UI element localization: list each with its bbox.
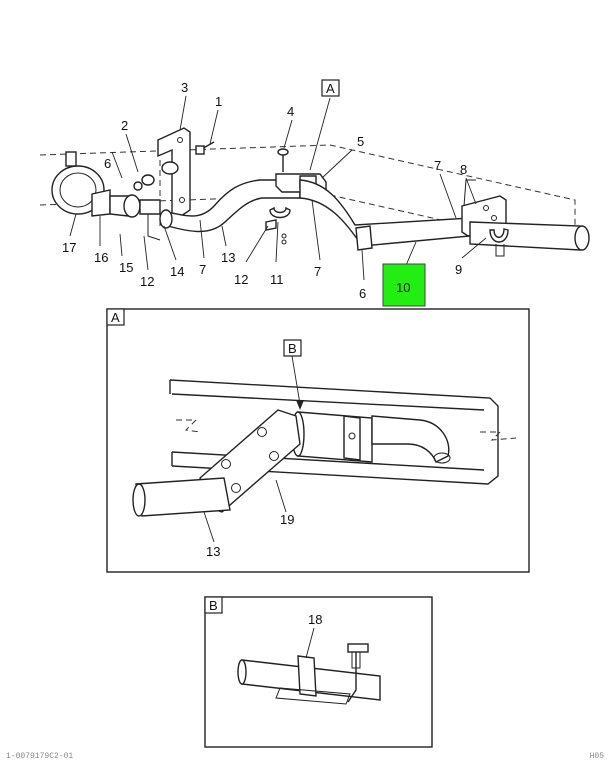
- callout-6: 6: [104, 156, 111, 171]
- callout-9: 9: [455, 262, 462, 277]
- callout-14: 14: [170, 264, 184, 279]
- detail-a-tag-label: A: [111, 310, 120, 325]
- detail-a-tag: [106, 308, 125, 326]
- detail-b-tag-label: B: [209, 598, 218, 613]
- callout-12: 12: [140, 274, 154, 289]
- callout-2: 2: [121, 118, 128, 133]
- callout-15: 15: [119, 260, 133, 275]
- callout-13: 13: [221, 250, 235, 265]
- callout-11: 11: [270, 272, 284, 287]
- callout-19: 19: [280, 512, 294, 527]
- footer-left: 1-0079179C2-01: [6, 752, 74, 761]
- callout-17: 17: [62, 240, 76, 255]
- detail-a-drawing: [132, 355, 517, 543]
- callout-7b: 7: [314, 264, 321, 279]
- detail-b-pointer-label: B: [288, 341, 297, 356]
- view-a-flag: [321, 79, 340, 97]
- highlight-10-box: [382, 263, 426, 307]
- callout-18: 18: [308, 612, 322, 627]
- callout-8: 8: [460, 162, 467, 177]
- callout-4: 4: [287, 104, 294, 119]
- callout-7: 7: [199, 262, 206, 277]
- callout-3: 3: [181, 80, 188, 95]
- main-assembly: [39, 95, 590, 281]
- callout-6b: 6: [359, 286, 366, 301]
- callout-7c: 7: [434, 158, 441, 173]
- detail-b-drawing: [237, 627, 381, 705]
- view-a-flag-label: A: [326, 81, 335, 96]
- footer-right: H05: [589, 752, 604, 761]
- detail-b-pointer-tag: [283, 339, 302, 357]
- callout-5: 5: [357, 134, 364, 149]
- callout-16: 16: [94, 250, 108, 265]
- detail-b-tag: [204, 596, 223, 614]
- callout-10: 10: [396, 280, 410, 295]
- callout-12b: 12: [234, 272, 248, 287]
- callout-1: 1: [215, 94, 222, 109]
- callout-13b: 13: [206, 544, 220, 559]
